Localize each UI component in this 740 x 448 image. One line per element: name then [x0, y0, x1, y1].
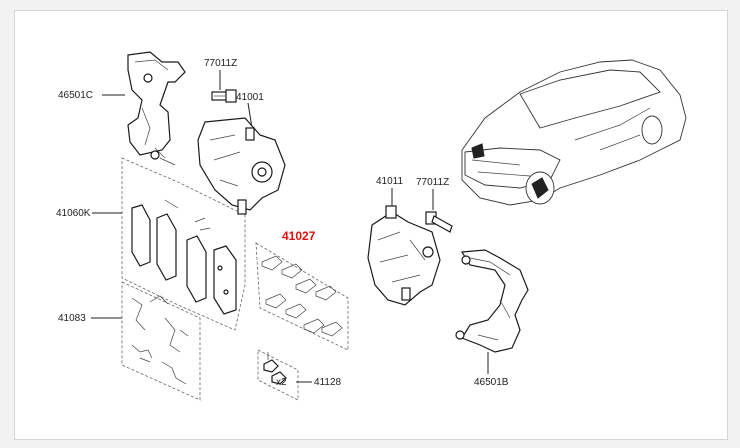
- label-77011z-right: 77011Z: [416, 177, 450, 188]
- label-77011z-top: 77011Z: [204, 58, 238, 69]
- brake-pads-drawing: [131, 199, 237, 315]
- car-drawing: [461, 59, 687, 206]
- small-bolts-drawing: [263, 352, 287, 385]
- caliper-41011-drawing: [367, 205, 441, 306]
- label-41001: 41001: [236, 92, 264, 103]
- label-41083: 41083: [58, 313, 86, 324]
- clips-drawing: [261, 255, 343, 337]
- label-41027: 41027: [282, 229, 316, 243]
- label-41128: 41128: [314, 377, 342, 388]
- label-46501c: 46501C: [58, 90, 94, 101]
- bolt-77011z-right-drawing: [425, 211, 453, 233]
- pad-group-box: [121, 157, 246, 331]
- label-x2: x2: [276, 377, 287, 388]
- shim-group-box: [121, 281, 201, 401]
- label-46501b: 46501B: [474, 377, 509, 388]
- bracket-46501b-drawing: [455, 249, 529, 353]
- caliper-41001-drawing: [197, 117, 286, 215]
- clip-group-box: [255, 242, 349, 351]
- label-41060k: 41060K: [56, 208, 91, 219]
- bolt-77011z-top-drawing: [211, 89, 237, 103]
- shims-drawing: [131, 295, 189, 385]
- label-41011: 41011: [376, 176, 404, 187]
- bracket-46501c-drawing: [127, 51, 186, 166]
